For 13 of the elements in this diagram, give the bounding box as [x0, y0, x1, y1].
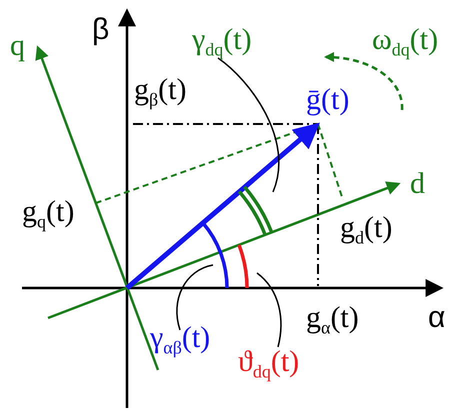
component-label: g$_{α}$(t)	[306, 302, 359, 334]
leader-line	[218, 57, 280, 192]
axis-label: q	[10, 30, 25, 62]
axis-label: β	[92, 14, 110, 46]
angle-arc	[238, 186, 274, 236]
vector-label: ḡ(t)	[306, 84, 350, 116]
axis-label: d	[410, 168, 425, 200]
axis-label: α	[428, 302, 446, 334]
angle-arc	[201, 222, 229, 288]
leader-line	[256, 272, 282, 348]
leader-line	[176, 264, 214, 330]
angle-arc	[237, 244, 249, 288]
component-label: g$_{d}$(t)	[340, 212, 392, 244]
